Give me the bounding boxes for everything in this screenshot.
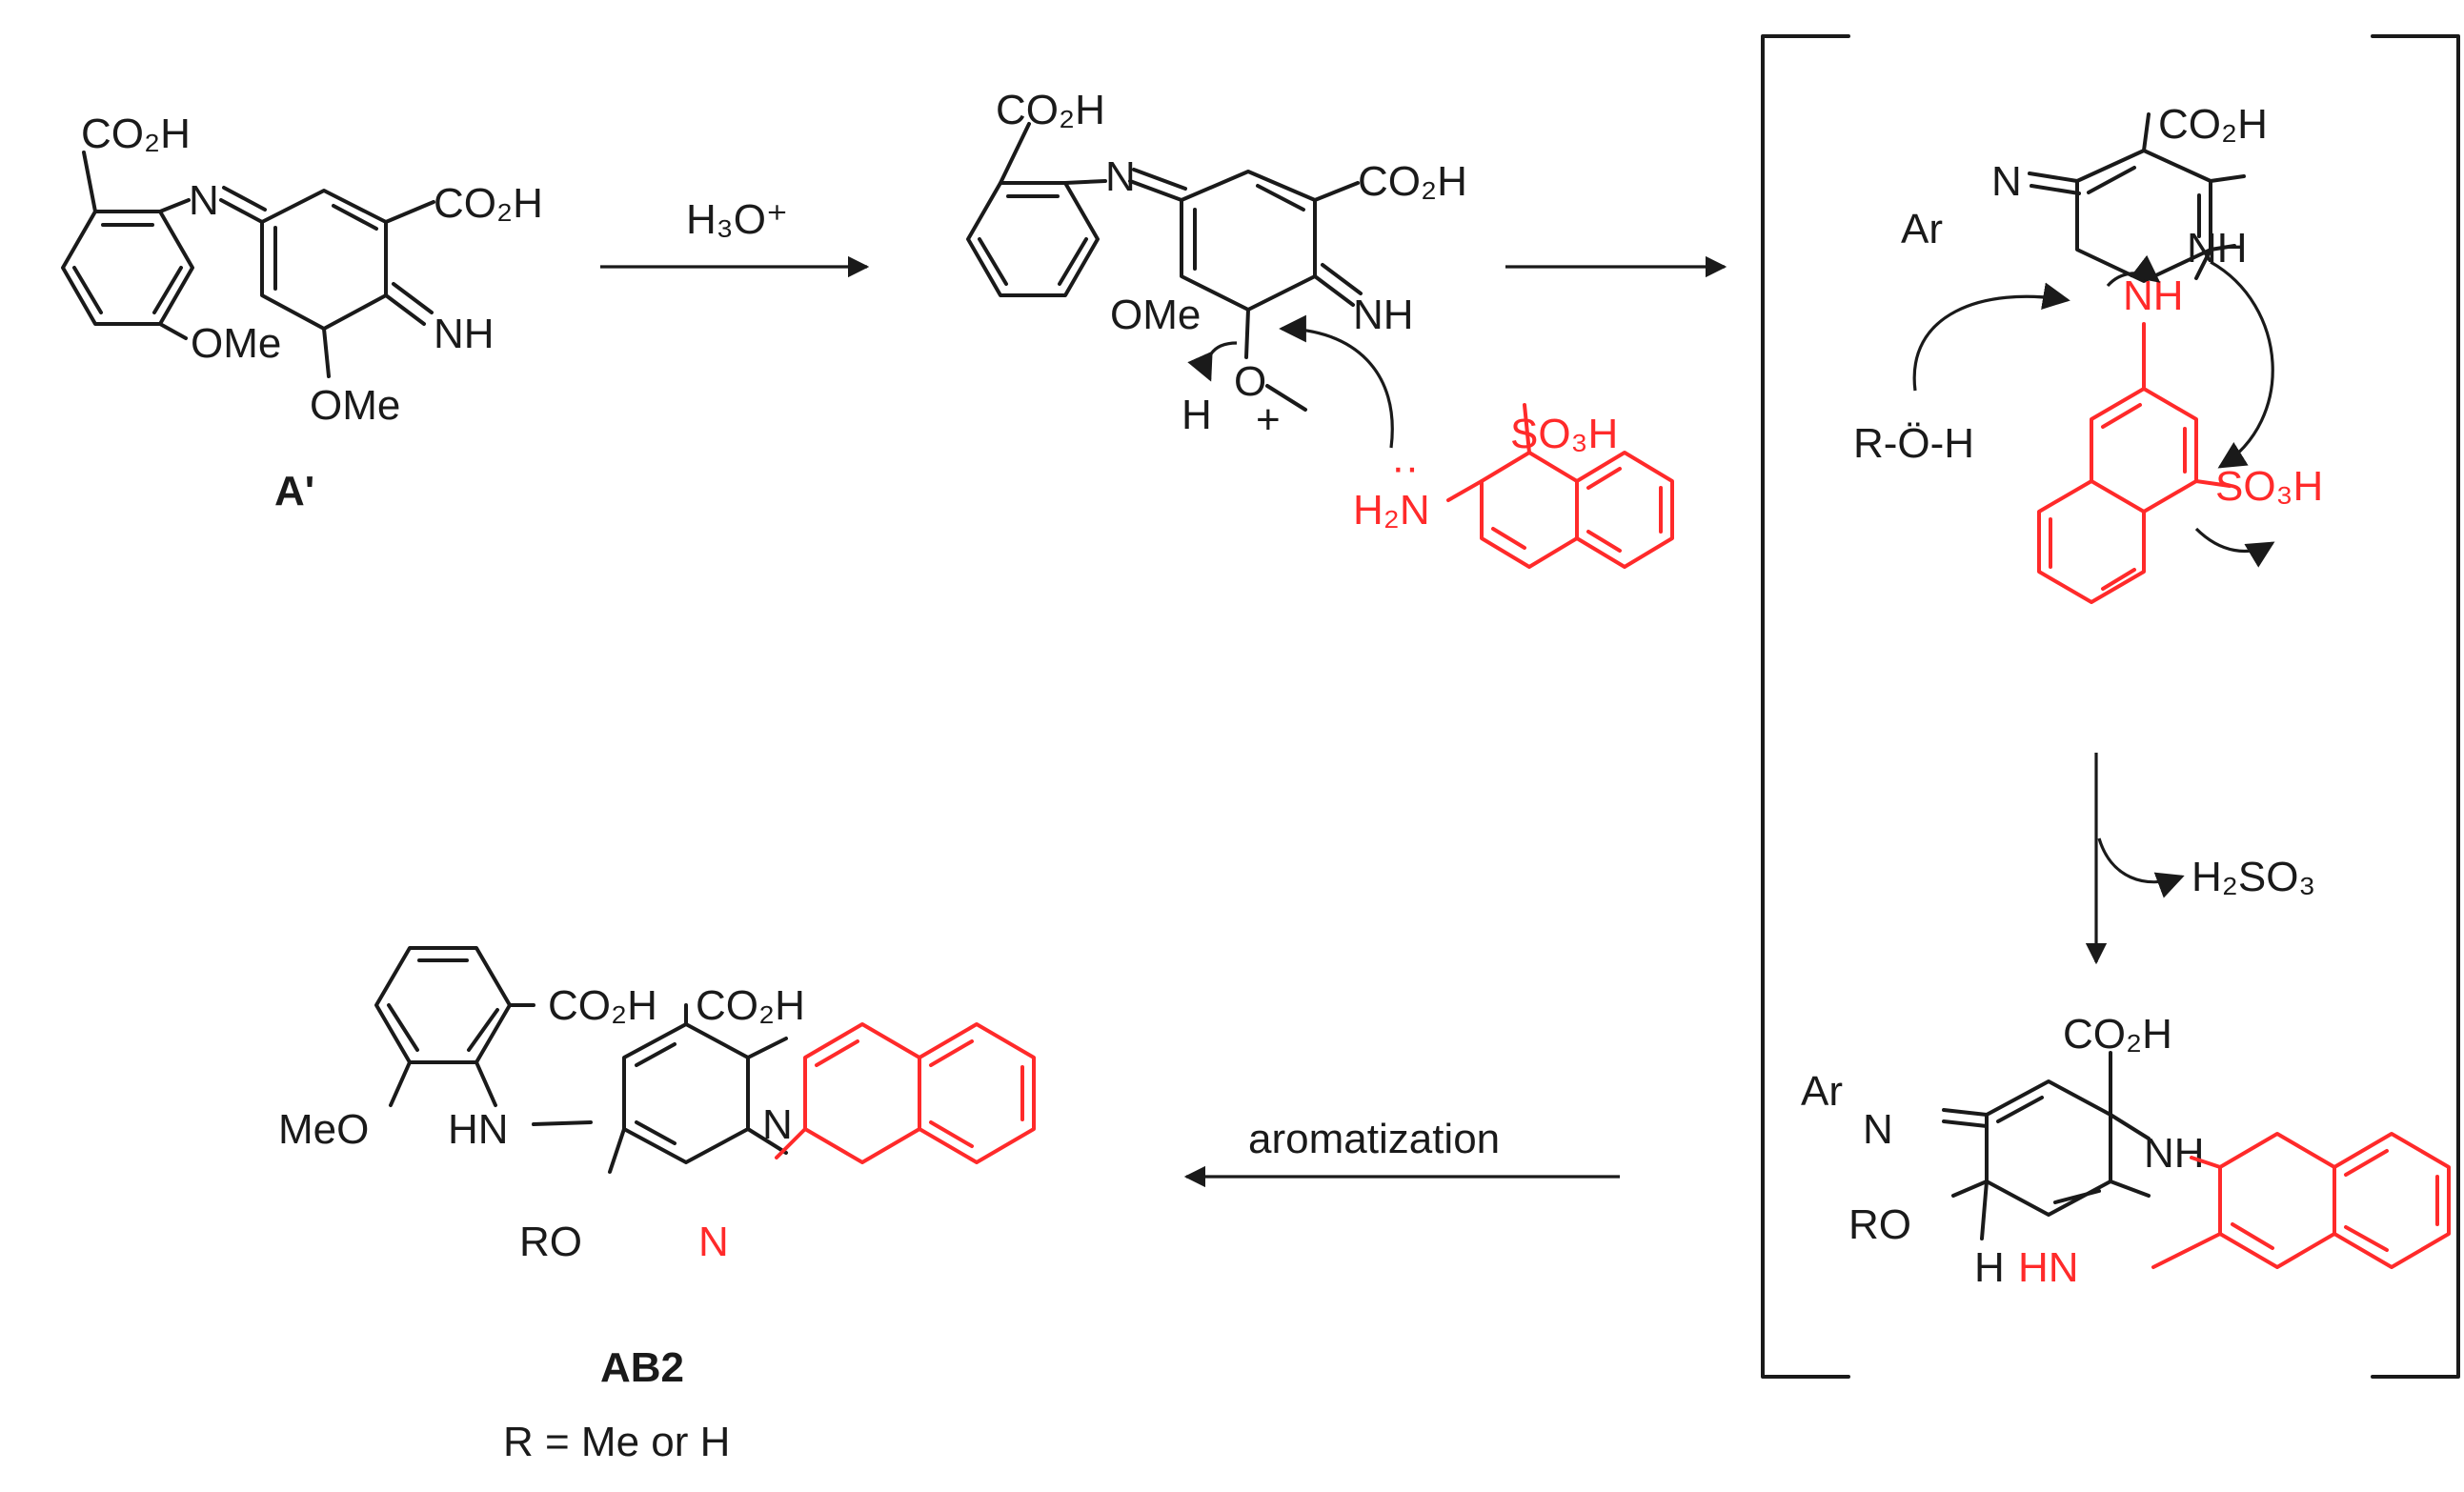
hn-label: HN [448, 1106, 509, 1153]
nh-label: NH [1353, 292, 1414, 338]
r-group-note: R = Me or H [503, 1419, 730, 1465]
compound-a-prime-label: A' [274, 468, 314, 514]
alcohol-roh-label: R-Ö-H [1853, 420, 1974, 467]
imine-n-label: N [1991, 158, 2022, 205]
elimination-arrow: H₂SO₃ [2085, 753, 2315, 965]
nh-label: NH [434, 311, 495, 357]
lone-pair-label: ·· [1391, 444, 1419, 491]
so3h-label: SO₃H [1510, 411, 1618, 457]
aminonaphthalene-sulfonic-acid: SO₃H H₂N ·· [1353, 403, 1674, 569]
product-ab2: CO₂H CO₂H MeO HN N RO N AB2 R = Me or H [278, 946, 1036, 1465]
nh-label: NH [2187, 225, 2248, 272]
intermediate-protonated: CO₂H N CO₂H OMe NH O + H [966, 87, 1467, 449]
co2h-label: CO₂H [548, 982, 657, 1029]
intermediate-adduct: CO₂H N Ar NH NH R-Ö-H SO₃H [1853, 101, 2323, 604]
positive-charge-label: + [1256, 396, 1281, 443]
meo-label: MeO [278, 1106, 369, 1153]
so3h-label: SO₃H [2215, 463, 2323, 510]
co2h-label: CO₂H [81, 111, 191, 157]
ome-label: OMe [310, 382, 400, 429]
ro-label: RO [1848, 1201, 1911, 1248]
proton-h-label: H [1182, 392, 1212, 438]
aryl-label: Ar [1901, 206, 1943, 252]
imine-n-label: N [189, 177, 219, 224]
co2h-label: CO₂H [996, 87, 1105, 133]
aryl-label: Ar [1801, 1068, 1843, 1115]
h2n-label: H₂N [1353, 487, 1430, 534]
co2h-label: CO₂H [434, 180, 543, 227]
ome-label: OMe [1110, 292, 1201, 338]
hn-label: HN [2018, 1244, 2079, 1291]
intermediate-bracket [1761, 34, 2460, 1379]
co2h-label: CO₂H [2063, 1011, 2172, 1058]
byproduct-h2so3-label: H₂SO₃ [2191, 854, 2315, 900]
co2h-label: CO₂H [696, 982, 805, 1029]
aromatization-label: aromatization [1248, 1116, 1500, 1162]
aromatization-arrow: aromatization [1183, 1116, 1620, 1188]
imine-n-label: N [1105, 153, 1136, 200]
imine-n-label: N [1863, 1106, 1893, 1153]
ring-n-label: N [698, 1219, 729, 1265]
compound-ab2-label: AB2 [600, 1344, 684, 1391]
ome-label: OMe [191, 320, 281, 367]
ro-label: RO [519, 1219, 582, 1265]
co2h-label: CO₂H [1358, 158, 1467, 205]
ring-n-label: N [762, 1101, 793, 1148]
condition-h3o-label: H₃O⁺ [686, 196, 788, 243]
nh-label: NH [2144, 1130, 2205, 1177]
oxonium-o-label: O [1234, 358, 1266, 405]
reaction-arrow-step1: H₃O⁺ [600, 196, 870, 278]
intermediate-cyclized: CO₂H Ar N NH RO H HN [1801, 1011, 2451, 1291]
co2h-label: CO₂H [2158, 101, 2268, 148]
hydrogen-label: H [1974, 1244, 2005, 1291]
compound-a-prime: CO₂H N CO₂H OMe NH OMe A' [61, 111, 543, 514]
